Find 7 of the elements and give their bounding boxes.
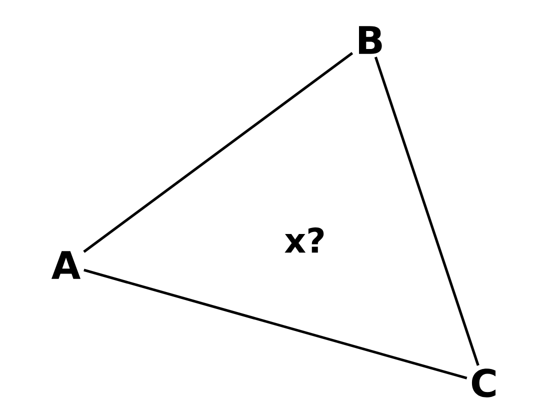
vertex-label: A bbox=[52, 251, 81, 279]
triangle-side bbox=[83, 52, 354, 253]
vertex-label: B bbox=[359, 26, 382, 54]
triangle-side bbox=[374, 56, 480, 366]
triangle-side bbox=[84, 268, 468, 380]
unknown-label: x? bbox=[284, 227, 324, 253]
vertex-label: C bbox=[472, 368, 496, 398]
